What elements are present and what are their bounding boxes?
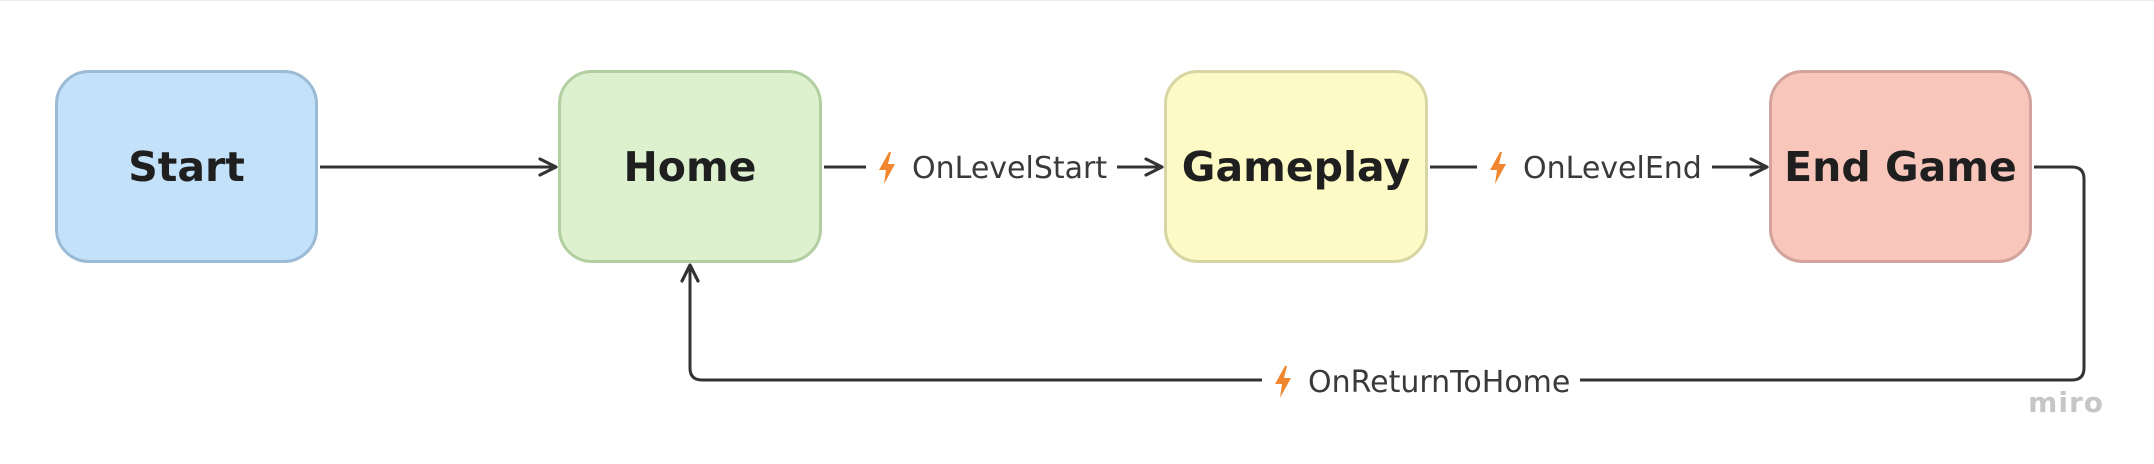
edge-label-on-level-end[interactable]: OnLevelEnd	[1477, 146, 1712, 190]
miro-watermark: miro	[2028, 386, 2104, 419]
edge-label-text: OnLevelEnd	[1523, 150, 1702, 186]
top-divider	[0, 0, 2154, 1]
node-end-game[interactable]: End Game	[1769, 70, 2032, 263]
lightning-bolt-icon	[1490, 152, 1506, 184]
edge-label-on-level-start[interactable]: OnLevelStart	[866, 146, 1118, 190]
lightning-bolt-icon	[1275, 366, 1291, 398]
edge-label-text: OnReturnToHome	[1308, 364, 1571, 400]
edge-label-text: OnLevelStart	[912, 150, 1108, 186]
node-gameplay-label: Gameplay	[1181, 142, 1411, 191]
node-gameplay[interactable]: Gameplay	[1164, 70, 1428, 263]
node-home[interactable]: Home	[558, 70, 822, 263]
edge-label-on-return-to-home[interactable]: OnReturnToHome	[1262, 360, 1581, 404]
node-start-label: Start	[128, 142, 245, 191]
node-end-game-label: End Game	[1784, 142, 2017, 191]
lightning-bolt-icon	[879, 152, 895, 184]
node-start[interactable]: Start	[55, 70, 318, 263]
node-home-label: Home	[623, 142, 757, 191]
edge-endgame-home[interactable]	[680, 165, 2086, 382]
